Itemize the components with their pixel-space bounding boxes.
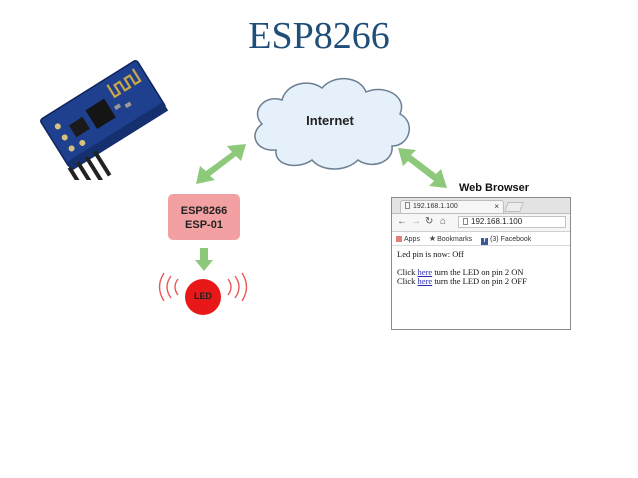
tab-close-icon[interactable]: ×	[494, 202, 499, 211]
esp-internet-arrow	[196, 144, 246, 184]
apps-grid-icon	[396, 236, 402, 242]
bookmark-facebook[interactable]: f(3) Facebook	[481, 233, 531, 246]
bookmark-facebook-label: (3) Facebook	[490, 236, 532, 243]
bookmark-bookmarks[interactable]: ★Bookmarks	[429, 232, 472, 246]
tab-title: 192.168.1.100	[413, 203, 458, 210]
page-icon	[405, 202, 410, 209]
led-indicator	[158, 272, 248, 315]
browser-tab-bar: 192.168.1.100 ×	[392, 198, 570, 214]
led-off-link[interactable]: here	[417, 276, 433, 286]
url-text: 192.168.1.100	[471, 217, 523, 226]
forward-arrow-icon[interactable]: →	[411, 216, 421, 227]
diagram-title: ESP8266	[248, 15, 390, 57]
home-icon[interactable]: ⌂	[440, 216, 447, 227]
esp-led-arrow	[195, 248, 213, 271]
page-icon	[463, 218, 468, 225]
bookmark-apps-label: Apps	[404, 236, 420, 243]
led-status-text: Led pin is now: Off	[397, 249, 464, 259]
led-on-link[interactable]: here	[417, 267, 433, 277]
internet-cloud	[254, 78, 410, 170]
star-icon: ★	[428, 234, 437, 243]
internet-label: Internet	[306, 113, 354, 128]
bookmark-apps[interactable]: Apps	[396, 233, 420, 246]
new-tab-button[interactable]	[504, 202, 524, 212]
browser-tab[interactable]: 192.168.1.100 ×	[400, 200, 504, 213]
back-arrow-icon[interactable]: ←	[397, 216, 407, 227]
browser-page-content: Led pin is now: Off Click here turn the …	[392, 246, 570, 286]
esp8266-esp01-box: ESP8266 ESP-01	[168, 194, 240, 240]
browser-window: 192.168.1.100 × ← → ↻ ⌂ 192.168.1.100 Ap…	[391, 197, 571, 330]
facebook-icon: f	[481, 238, 489, 245]
led-on-line: Click here turn the LED on pin 2 ON	[397, 267, 524, 277]
bookmark-bookmarks-label: Bookmarks	[437, 236, 473, 243]
web-browser-label: Web Browser	[458, 182, 530, 194]
internet-browser-arrow	[398, 148, 447, 188]
bookmarks-bar: Apps ★Bookmarks f(3) Facebook	[392, 232, 570, 246]
browser-nav-bar: ← → ↻ ⌂ 192.168.1.100	[392, 214, 570, 232]
esp-box-line2: ESP-01	[185, 219, 223, 231]
esp-box-line1: ESP8266	[180, 205, 228, 217]
url-bar[interactable]: 192.168.1.100	[458, 216, 566, 228]
esp01-module-image	[40, 60, 169, 180]
led-label: LED	[194, 291, 212, 301]
reload-icon[interactable]: ↻	[425, 216, 434, 227]
led-off-line: Click here turn the LED on pin 2 OFF	[397, 276, 527, 286]
